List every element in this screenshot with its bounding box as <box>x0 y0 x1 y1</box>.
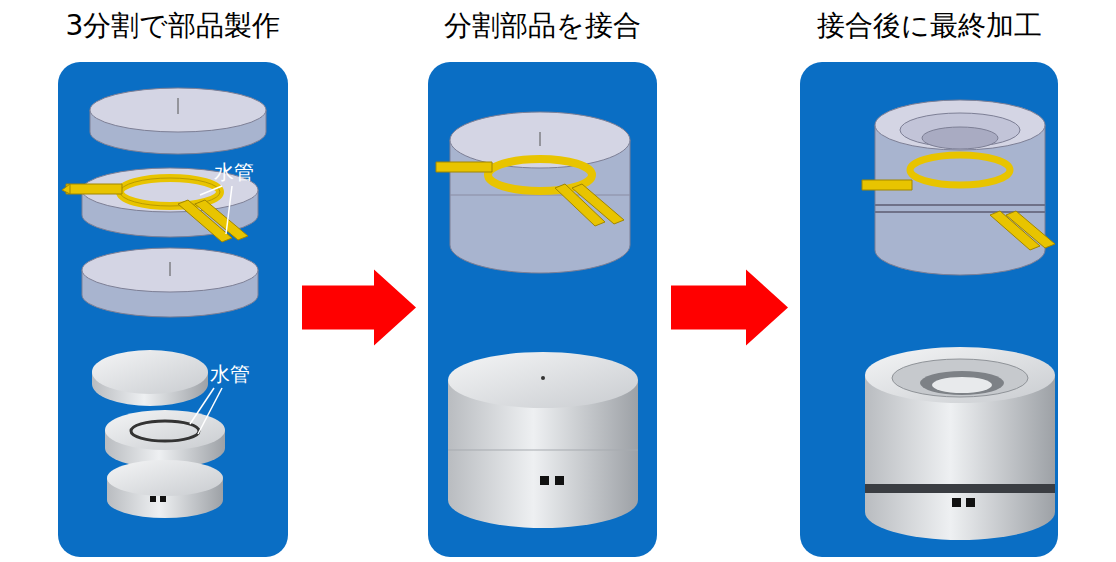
illustration-shape <box>922 127 998 149</box>
illustration-shape <box>865 347 1055 403</box>
illustration-shape <box>66 184 122 194</box>
illustration-shape <box>932 377 992 393</box>
panel-background <box>58 62 288 557</box>
illustration-shape <box>82 248 258 292</box>
photo-parts <box>92 350 225 518</box>
illustration-shape <box>150 496 156 502</box>
illustration-shape <box>1006 211 1055 248</box>
illustration-shape <box>875 211 1045 213</box>
cad-exploded <box>62 88 266 317</box>
illustration-shape <box>200 186 222 195</box>
step-heading: 分割部品を接合 <box>444 6 641 46</box>
illustration-shape <box>226 186 232 234</box>
illustration-shape <box>190 388 214 424</box>
panel-background <box>800 62 1058 557</box>
part-label: 水管 <box>214 160 254 184</box>
illustration-shape <box>540 132 541 146</box>
step-panel: 分割部品を接合 <box>428 62 657 557</box>
process-arrow <box>302 270 416 346</box>
illustration-shape <box>862 180 912 190</box>
step-panel: 3分割で部品製作 <box>58 62 288 557</box>
illustration-shape <box>170 262 171 276</box>
illustration-shape <box>107 460 223 496</box>
step-heading: 接合後に最終加工 <box>817 6 1042 46</box>
illustration-shape <box>865 484 1055 493</box>
illustration-shape <box>920 371 1004 395</box>
illustration-shape <box>572 184 624 224</box>
photo-machined <box>865 347 1055 540</box>
illustration-shape <box>448 352 638 408</box>
cad-joined <box>436 112 630 273</box>
illustration-shape <box>160 496 166 502</box>
panel-background <box>428 62 657 557</box>
part-label: 水管 <box>210 362 250 386</box>
illustration-shape <box>875 125 1045 275</box>
illustration-shape <box>892 359 1028 397</box>
illustration-shape <box>195 200 248 240</box>
photo-joined <box>448 352 638 528</box>
illustration-shape <box>541 376 545 380</box>
illustration-shape <box>90 88 266 132</box>
illustration-shape <box>875 100 1045 150</box>
illustration-shape <box>555 476 564 485</box>
illustration-shape <box>448 450 638 451</box>
illustration-shape <box>62 184 70 194</box>
cad-machined <box>862 100 1055 275</box>
process-arrow <box>671 270 788 346</box>
illustration-shape <box>178 98 179 114</box>
illustration-shape <box>436 162 492 172</box>
illustration-shape <box>198 388 222 434</box>
illustration-shape <box>952 498 961 507</box>
illustration-shape <box>966 498 975 507</box>
illustration-shape <box>131 421 199 441</box>
illustration-shape <box>875 204 1045 206</box>
step-panel: 接合後に最終加工 <box>800 62 1058 557</box>
illustration-shape <box>540 476 549 485</box>
leader-line <box>190 186 232 434</box>
illustration-shape <box>92 350 208 394</box>
illustration-shape <box>910 155 1010 185</box>
step-heading: 3分割で部品製作 <box>66 6 281 46</box>
